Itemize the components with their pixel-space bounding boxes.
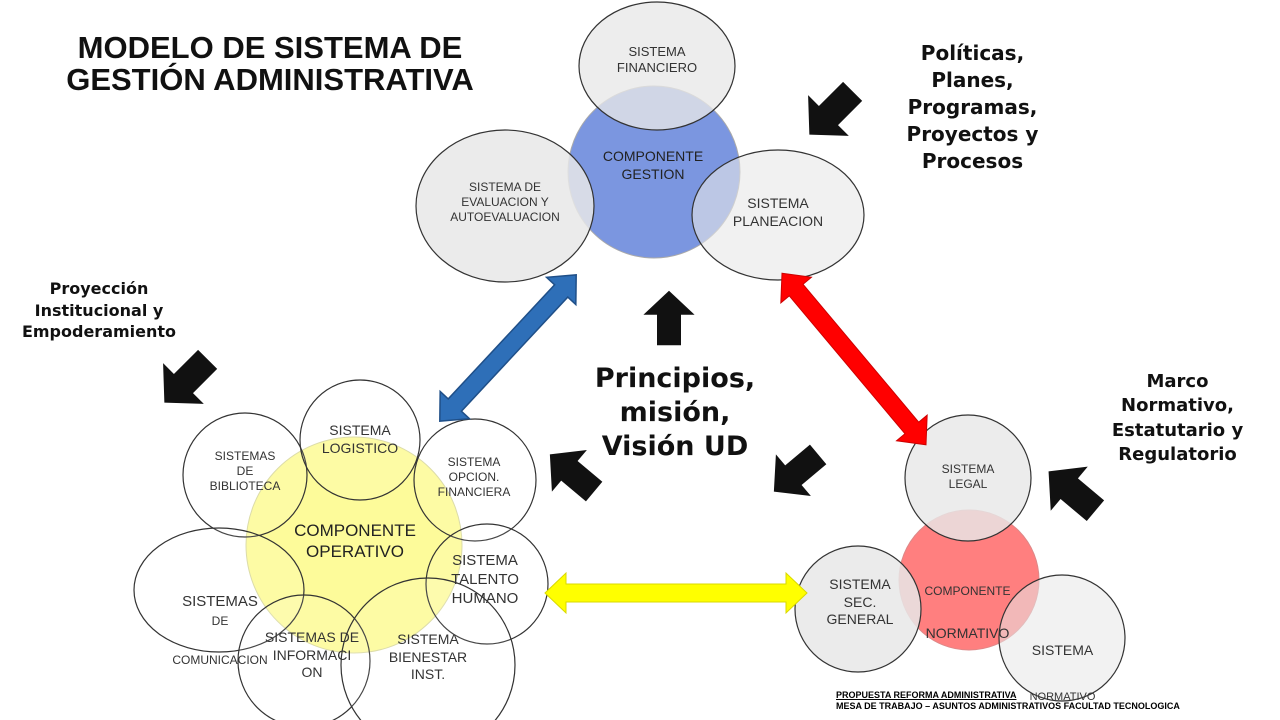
note-politicas: Políticas, Planes, Programas, Proyectos …	[906, 41, 1039, 173]
componente-normativo-label-line2: NORMATIVO	[925, 624, 1010, 641]
blue-double-arrow	[439, 274, 577, 422]
arrow-marco-icon	[1030, 449, 1114, 533]
footer-note: PROPUESTA REFORMA ADMINISTRATIVA MESA DE…	[836, 690, 1180, 712]
sistema-evaluacion-label: SISTEMA DE EVALUACION Y AUTOEVALUACION	[450, 180, 560, 224]
sistema-informacion-circle	[237, 594, 371, 720]
sistema-general-circle	[794, 545, 922, 673]
yellow-double-arrow	[544, 571, 808, 615]
sistema-normativo-label-line2: NORMATIVO	[1029, 691, 1096, 704]
sistema-comunicacion-label-de: DE	[211, 614, 229, 628]
center-principios-text: Principios, misión, Visión UD	[594, 363, 756, 462]
sistema-biblioteca-label: SISTEMAS DE BIBLIOTECA	[209, 449, 281, 493]
sistema-bienestar-label: SISTEMA BIENESTAR INST.	[388, 631, 468, 682]
arrow-politicas-icon	[788, 70, 874, 156]
sistema-legal-circle	[904, 414, 1032, 542]
footer-line2: MESA DE TRABAJO – ASUNTOS ADMINISTRATIVO…	[836, 700, 1180, 711]
sistema-general-label: SISTEMA SEC. GENERAL	[826, 576, 894, 627]
sistema-financiero-label: SISTEMA FINANCIERO	[616, 44, 698, 76]
componente-normativo-label: COMPONENTE NORMATIVO	[905, 558, 1030, 644]
sistema-comunicacion-circle	[133, 527, 305, 653]
sistema-bienestar-circle	[340, 577, 516, 720]
sistema-normativo-label-line1: SISTEMA	[1031, 642, 1094, 659]
sistema-planeacion-label: SISTEMA PLANEACION	[732, 195, 824, 229]
sistema-legal-label: SISTEMA LEGAL	[941, 462, 995, 491]
componente-operativo-circle	[245, 436, 463, 654]
sistema-opcion-financiera-label: SISTEMA OPCION. FINANCIERA	[437, 455, 511, 499]
componente-gestion-label: COMPONENTE GESTION	[602, 148, 704, 182]
arrow-to-gestion-up-icon	[643, 290, 695, 346]
sistema-normativo-circle	[998, 574, 1126, 702]
sistema-opcion-financiera-circle	[413, 418, 537, 542]
sistema-logistico-circle	[299, 379, 421, 501]
red-double-arrow	[780, 272, 928, 446]
componente-operativo-label: COMPONENTE OPERATIVO	[294, 521, 416, 562]
sistema-comunicacion-label: SISTEMAS DE COMUNICACION	[145, 572, 295, 670]
sistema-talento-label: SISTEMA TALENTO HUMANO	[451, 552, 519, 607]
page-title: MODELO DE SISTEMA DE GESTIÓN ADMINISTRAT…	[66, 30, 474, 98]
sistema-evaluacion-circle	[415, 129, 595, 283]
sistema-talento-circle	[425, 523, 549, 645]
note-marco: Marco Normativo, Estatutario y Regulator…	[1111, 371, 1244, 465]
note-proyeccion: Proyección Institucional y Empoderamient…	[21, 279, 177, 342]
sistema-comunicacion-label-main: SISTEMAS	[182, 592, 258, 610]
sistema-planeacion-circle	[691, 149, 865, 281]
componente-normativo-label-line1: COMPONENTE	[924, 583, 1011, 598]
sistema-financiero-circle	[578, 1, 736, 131]
arrow-center-right-icon	[756, 433, 836, 513]
sistema-comunicacion-label-line2: COMUNICACION	[172, 653, 268, 667]
sistema-logistico-label: SISTEMA LOGISTICO	[321, 422, 399, 456]
arrow-proyeccion-icon	[143, 338, 229, 424]
sistema-informacion-label: SISTEMAS DE INFORMACI ON	[264, 629, 360, 680]
sistema-biblioteca-circle	[182, 412, 308, 538]
footer-line1: PROPUESTA REFORMA ADMINISTRATIVA	[836, 690, 1017, 700]
sistema-normativo-label: SISTEMA NORMATIVO	[1005, 618, 1120, 708]
